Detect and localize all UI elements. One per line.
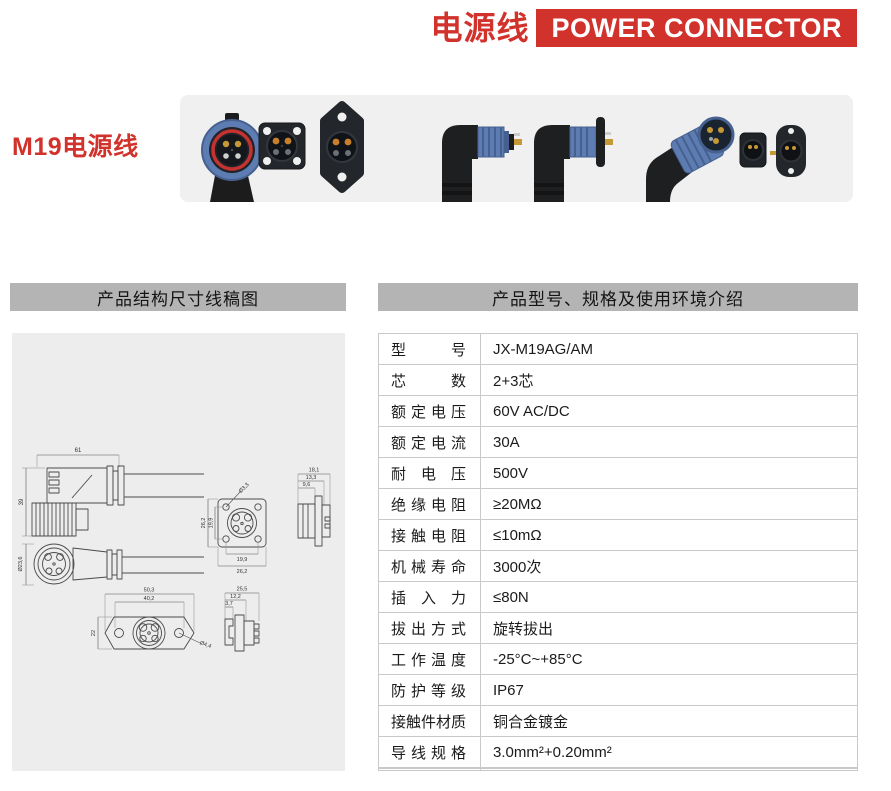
spec-value: 3.0mm²+0.20mm²	[480, 736, 858, 768]
spec-value	[480, 768, 858, 771]
spec-label: 额定电压	[378, 395, 481, 427]
dim-label: 50,3	[144, 588, 155, 594]
dim-label: 39	[19, 498, 25, 505]
spec-label: 耐电压	[378, 457, 481, 489]
dim-label: 13,3	[306, 475, 317, 481]
spec-row: 工作温度-25°C~+85°C	[378, 643, 858, 675]
product-photos	[201, 101, 806, 202]
drawing-view-oval-flange: 50,3 40,2 22	[91, 588, 212, 650]
dim-label: 19,9	[237, 557, 248, 563]
dim-label: 12,2	[230, 594, 241, 600]
spec-row: 绝缘电阻≥20MΩ	[378, 488, 858, 520]
spec-label: 防护等级	[378, 674, 481, 706]
dim-label: 3,7	[225, 601, 233, 607]
spec-value: JX-M19AG/AM	[480, 333, 858, 365]
dim-label: 61	[75, 448, 82, 454]
drawing-view-oval-side: 25,5 12,2 3,7	[224, 587, 260, 652]
spec-label: 工作温度	[378, 643, 481, 675]
dim-label: 18,1	[309, 468, 320, 474]
spec-label: 额定电流	[378, 426, 481, 458]
spec-value	[480, 766, 858, 770]
spec-label: 型号	[378, 333, 481, 365]
product-photo-strip	[180, 95, 853, 202]
photo-oval-flange-socket	[320, 101, 364, 193]
technical-drawing: 61 39	[18, 448, 331, 652]
spec-value: 500V	[480, 457, 858, 489]
spec-row: 接触件材质铜合金镀金	[378, 705, 858, 737]
drawing-view-square-flange: Ø3,3 26,2 19,9 19,9 26,2	[201, 482, 267, 575]
spec-label: 芯数	[378, 364, 481, 396]
dim-label: Ø3,3	[238, 482, 251, 495]
photo-angled-plug-group	[646, 116, 806, 202]
dim-label: 19,9	[209, 518, 215, 529]
dim-label: Ø23,6	[18, 557, 24, 572]
banner-title-cn: 电源线	[430, 10, 530, 46]
spec-label: 导线规格	[378, 736, 481, 768]
spec-row: 插入力≤80N	[378, 581, 858, 613]
section-header-specs: 产品型号、规格及使用环境介绍	[378, 283, 858, 311]
dim-label: 40,2	[144, 596, 155, 602]
drawing-view-side: 61 39	[19, 448, 204, 537]
banner-title-box: POWER CONNECTOR	[536, 9, 857, 47]
spec-value: 旋转拔出	[480, 612, 858, 644]
spec-value: ≤10mΩ	[480, 519, 858, 551]
spec-row: 接触电阻≤10mΩ	[378, 519, 858, 551]
spec-value: 铜合金镀金	[480, 705, 858, 737]
dim-label: 26,2	[201, 518, 207, 529]
technical-drawing-panel: 61 39	[12, 333, 345, 771]
spec-row: 拔出方式旋转拔出	[378, 612, 858, 644]
spec-label: 拔出方式	[378, 612, 481, 644]
spec-value: 60V AC/DC	[480, 395, 858, 427]
spec-label: 接触电阻	[378, 519, 481, 551]
photo-right-angle-plug-flange	[534, 117, 613, 202]
banner-title-en: POWER CONNECTOR	[551, 12, 842, 43]
drawing-view-square-side: 18,1 13,3 9,6	[297, 468, 331, 547]
dim-label: 9,6	[303, 482, 311, 488]
spec-label: 插入力	[378, 581, 481, 613]
dim-label: Ø4,4	[199, 640, 212, 650]
dim-label: 25,5	[237, 587, 248, 593]
section-header-drawing: 产品结构尺寸线稿图	[10, 283, 346, 311]
photo-square-flange-socket	[258, 122, 306, 170]
dim-label: 22	[91, 630, 97, 636]
spec-label: 绝缘电阻	[378, 488, 481, 520]
spec-label: 接触件材质	[378, 705, 481, 737]
spec-row	[378, 766, 858, 770]
drawing-view-front: Ø23,6	[18, 543, 204, 586]
photo-plug-front	[201, 113, 263, 202]
spec-value: 30A	[480, 426, 858, 458]
spec-value: ≤80N	[480, 581, 858, 613]
product-series-title: M19电源线	[12, 133, 139, 161]
spec-label: 机械寿命	[378, 550, 481, 582]
page-banner: 电源线 POWER CONNECTOR	[430, 9, 857, 47]
spec-row	[378, 768, 858, 771]
photo-right-angle-plug	[442, 125, 522, 202]
spec-label	[378, 768, 481, 771]
spec-value: 2+3芯	[480, 364, 858, 396]
spec-value: IP67	[480, 674, 858, 706]
spec-value: 3000次	[480, 550, 858, 582]
dim-label: 26,2	[237, 569, 248, 575]
spec-value: ≥20MΩ	[480, 488, 858, 520]
spec-value: -25°C~+85°C	[480, 643, 858, 675]
